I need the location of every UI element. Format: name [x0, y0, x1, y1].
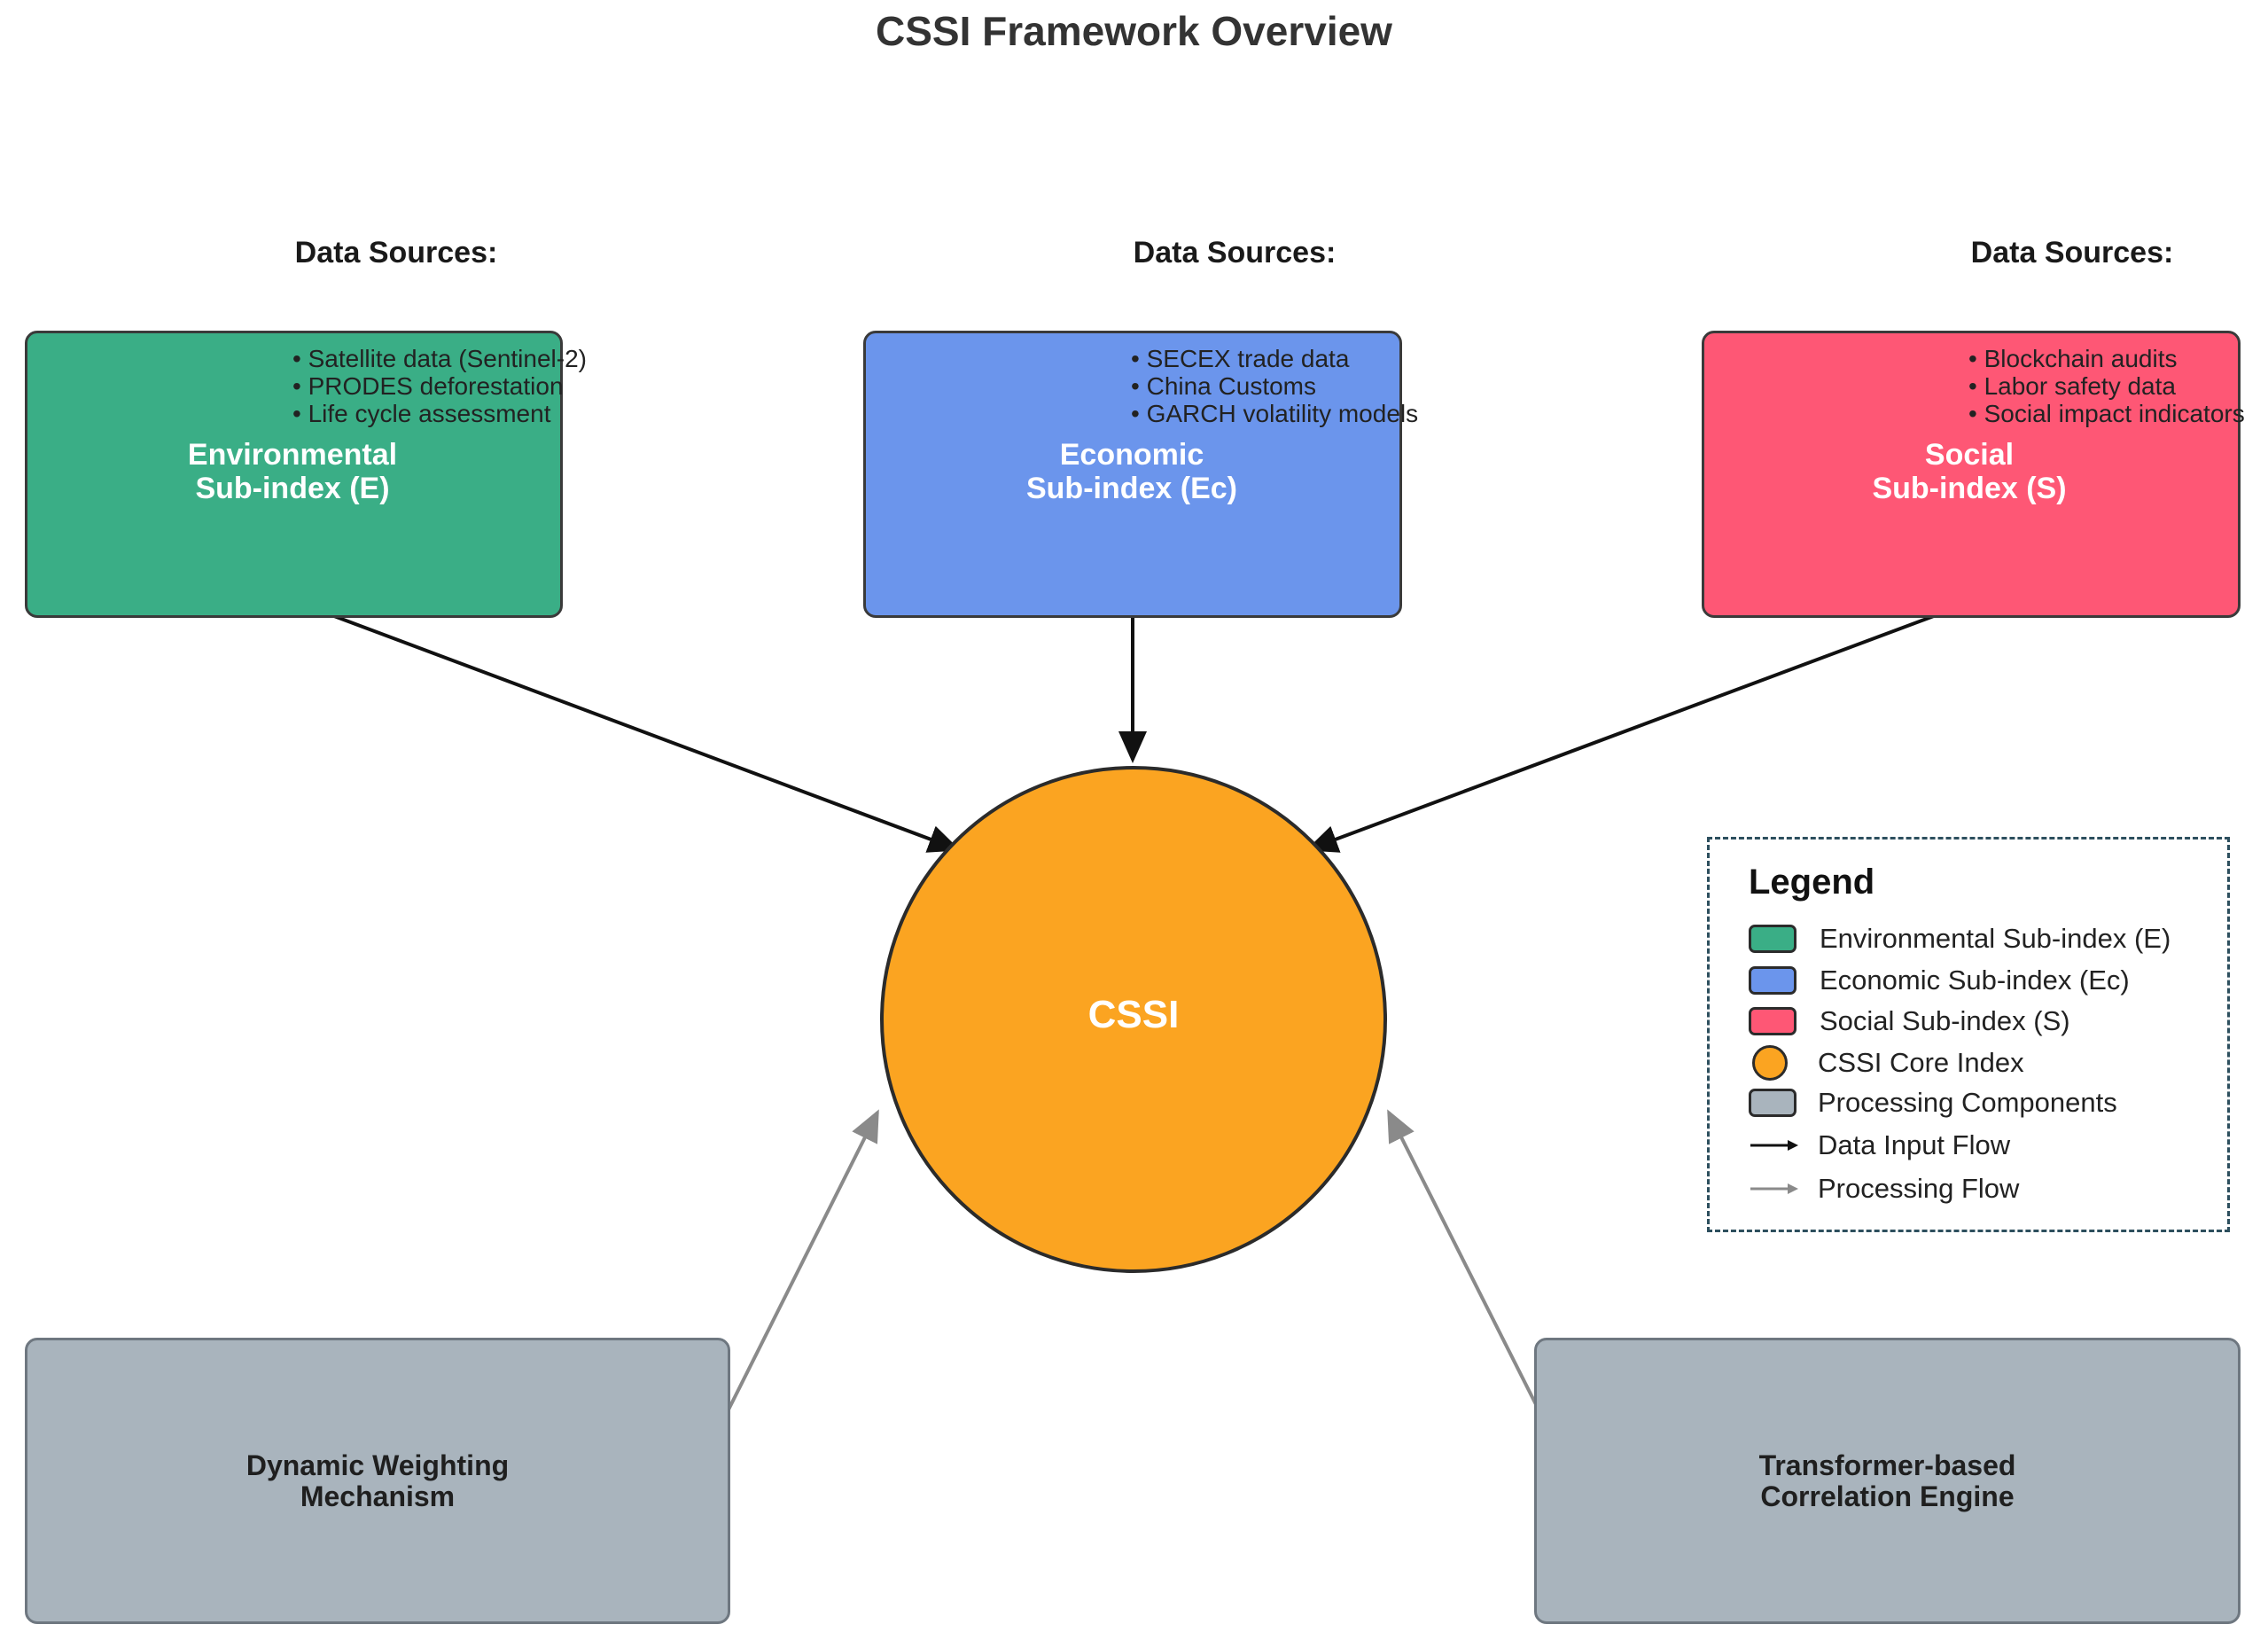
dynamic-weighting-box: Dynamic Weighting Mechanism [25, 1338, 730, 1624]
social-data-sources-list: Blockchain audits Labor safety data Soci… [1968, 345, 2245, 427]
legend-label: Economic Sub-index (Ec) [1820, 964, 2130, 996]
legend-item-social: Social Sub-index (S) [1749, 1004, 2070, 1039]
environmental-subindex-title: Environmental Sub-index (E) [115, 438, 470, 505]
social-subindex-title: Social Sub-index (S) [1792, 438, 2147, 505]
legend-label: Processing Flow [1818, 1173, 2020, 1204]
list-item: SECEX trade data [1131, 345, 1418, 372]
core-circle-icon [1752, 1045, 1788, 1081]
list-item: Life cycle assessment [292, 400, 587, 427]
title-line: Sub-index (Ec) [1025, 472, 1238, 505]
environmental-data-sources-list: Satellite data (Sentinel-2) PRODES defor… [292, 345, 587, 427]
legend-item-core: CSSI Core Index [1752, 1045, 2024, 1081]
economic-data-sources-heading: Data Sources: [1133, 236, 1337, 269]
legend-title: Legend [1749, 863, 1875, 902]
diagram-title: CSSI Framework Overview [876, 8, 1392, 54]
social-swatch-icon [1749, 1007, 1796, 1035]
legend-label: Data Input Flow [1818, 1129, 2011, 1160]
legend-label: Social Sub-index (S) [1820, 1005, 2070, 1036]
arrow-environmental-to-core [298, 601, 961, 853]
legend-label: Processing Components [1818, 1087, 2117, 1118]
legend-item-economic: Economic Sub-index (Ec) [1749, 963, 2130, 998]
list-item: Satellite data (Sentinel-2) [292, 345, 587, 372]
title-line: Social [1924, 438, 2015, 472]
correlation-engine-box: Transformer-based Correlation Engine [1534, 1338, 2241, 1624]
environmental-swatch-icon [1749, 925, 1796, 953]
title-line: Transformer-based [1758, 1449, 2016, 1481]
title-line: Mechanism [300, 1480, 456, 1512]
legend-label: CSSI Core Index [1818, 1047, 2024, 1078]
social-data-sources-heading: Data Sources: [1970, 236, 2174, 269]
title-line: Sub-index (E) [195, 472, 390, 505]
title-line: Correlation Engine [1760, 1480, 2015, 1512]
processing-swatch-icon [1749, 1089, 1796, 1117]
arrow-weighting-to-core [713, 1109, 879, 1439]
economic-subindex-title: Economic Sub-index (Ec) [955, 438, 1309, 505]
title-line: Environmental [187, 438, 398, 472]
list-item: Blockchain audits [1968, 345, 2245, 372]
legend-label: Environmental Sub-index (E) [1820, 923, 2171, 954]
legend-item-environmental: Environmental Sub-index (E) [1749, 921, 2171, 957]
list-item: PRODES deforestation [292, 372, 587, 400]
cssi-core-circle [880, 766, 1387, 1273]
legend-item-data-input-flow: Data Input Flow [1749, 1128, 2010, 1163]
legend-item-processing: Processing Components [1749, 1085, 2117, 1121]
arrow-correlation-to-core [1387, 1109, 1555, 1439]
list-item: China Customs [1131, 372, 1418, 400]
correlation-engine-title: Transformer-based Correlation Engine [1758, 1449, 2016, 1512]
title-line: Dynamic Weighting [246, 1449, 510, 1481]
environmental-data-sources-heading: Data Sources: [294, 236, 498, 269]
cssi-core-label: CSSI [1087, 993, 1180, 1036]
black-arrow-icon [1750, 1140, 1798, 1151]
economic-data-sources-list: SECEX trade data China Customs GARCH vol… [1131, 345, 1419, 427]
gray-arrow-icon [1750, 1183, 1798, 1194]
legend: Legend Environmental Sub-index (E) Econo… [1707, 837, 2230, 1232]
economic-swatch-icon [1749, 966, 1796, 995]
list-item: Labor safety data [1968, 372, 2245, 400]
title-line: Economic [1059, 438, 1204, 472]
list-item: GARCH volatility models [1131, 400, 1419, 427]
list-item: Social impact indicators [1968, 400, 2245, 427]
arrow-social-to-core [1305, 601, 1970, 853]
dynamic-weighting-title: Dynamic Weighting Mechanism [246, 1449, 510, 1512]
legend-item-processing-flow: Processing Flow [1749, 1171, 2019, 1207]
title-line: Sub-index (S) [1872, 472, 2067, 505]
